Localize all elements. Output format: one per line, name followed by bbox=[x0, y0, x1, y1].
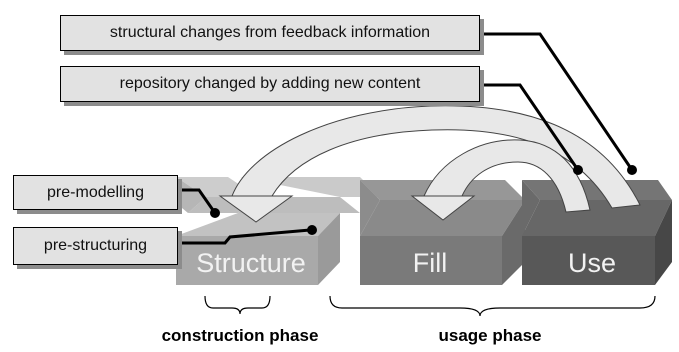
pre-modelling-callout: pre-modelling bbox=[13, 175, 178, 210]
fill-label: Fill bbox=[412, 248, 448, 278]
construction-phase-label: construction phase bbox=[161, 326, 319, 345]
pre-structuring-callout: pre-structuring bbox=[13, 227, 178, 265]
usage-phase-label: usage phase bbox=[438, 326, 542, 345]
repository-callout: repository changed by adding new content bbox=[60, 66, 480, 102]
phase-braces bbox=[204, 295, 656, 317]
structure-label: Structure bbox=[196, 248, 306, 278]
connector-dot bbox=[307, 225, 317, 235]
connector-dot bbox=[573, 165, 583, 175]
repository-arrow bbox=[410, 139, 591, 221]
feedback-arrow bbox=[218, 105, 641, 223]
connector-dot bbox=[627, 165, 637, 175]
fill-block bbox=[360, 180, 525, 285]
connector-lines bbox=[178, 32, 634, 245]
use-label: Use bbox=[567, 248, 616, 278]
connector-dot bbox=[210, 208, 220, 218]
feedback-callout: structural changes from feedback informa… bbox=[60, 15, 480, 51]
